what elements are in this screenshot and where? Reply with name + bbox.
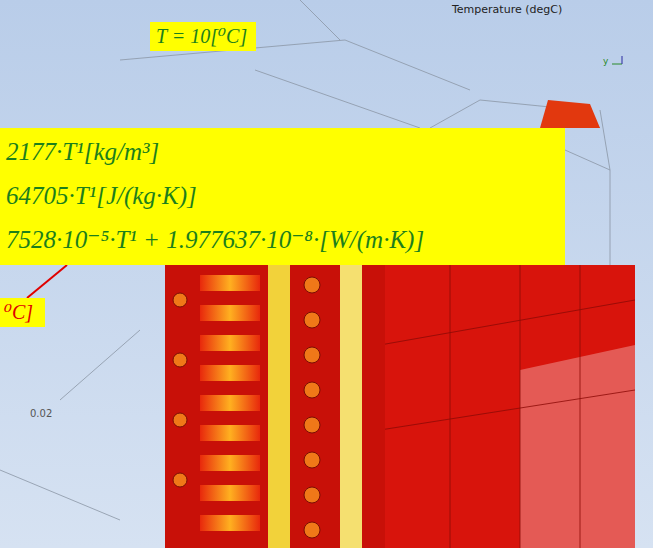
formula-text: 7528·10⁻⁵·T¹ + 1.977637·10⁻⁸·[W/(m·K)]: [6, 226, 559, 255]
axis-name: y: [603, 56, 608, 66]
formula-text: ⁰C]: [4, 301, 41, 324]
axis-triad: [612, 56, 622, 64]
model-top: [540, 100, 600, 128]
model-bolts: [173, 277, 320, 538]
model-block: [380, 265, 635, 548]
axis-tick: 0.02: [30, 408, 52, 419]
model-slat-column: [165, 265, 385, 548]
unit-box: ⁰C]: [0, 298, 45, 327]
model-slats: [200, 265, 362, 548]
model-grid: [380, 265, 635, 548]
model-face: [520, 345, 635, 548]
plot-title: Temperature (degC): [452, 3, 562, 16]
condition-box: T = 10[⁰C]: [150, 22, 256, 51]
formula-text: T = 10[⁰C]: [156, 25, 250, 48]
formula-text: 2177·T¹[kg/m³]: [6, 138, 559, 167]
leader-line: [27, 265, 67, 298]
formula-box: 2177·T¹[kg/m³] 64705·T¹[J/(kg·K)] 7528·10⁻…: [0, 128, 565, 265]
formula-text: 64705·T¹[J/(kg·K)]: [6, 182, 559, 211]
